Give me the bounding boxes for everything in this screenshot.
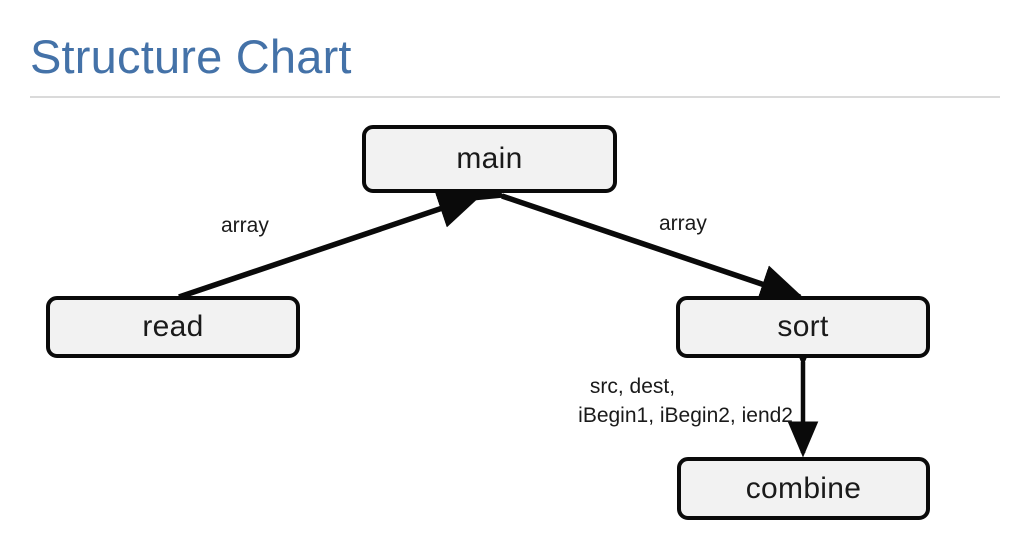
node-main-label: main: [456, 142, 523, 175]
node-sort[interactable]: sort: [676, 296, 930, 358]
node-read-label: read: [142, 310, 204, 343]
edge-label-array-left: array: [221, 214, 269, 237]
node-read[interactable]: read: [46, 296, 300, 358]
node-main[interactable]: main: [362, 125, 617, 193]
edge-read-to-main: [178, 189, 483, 300]
edge-label-array-right: array: [659, 212, 707, 235]
page-title: Structure Chart: [30, 30, 352, 83]
node-combine-label: combine: [745, 471, 862, 505]
title-divider: [30, 96, 1000, 98]
edge-main-to-sort: [458, 164, 805, 304]
edge-label-parameters: src, dest, iBegin1, iBegin2, iend2: [470, 372, 795, 430]
edge-label-parameters-line1: src, dest,: [589, 375, 676, 398]
edge-label-parameters-line2: iBegin1, iBegin2, iend2: [578, 404, 793, 427]
node-combine[interactable]: combine: [677, 457, 930, 520]
node-sort-label: sort: [777, 310, 829, 343]
